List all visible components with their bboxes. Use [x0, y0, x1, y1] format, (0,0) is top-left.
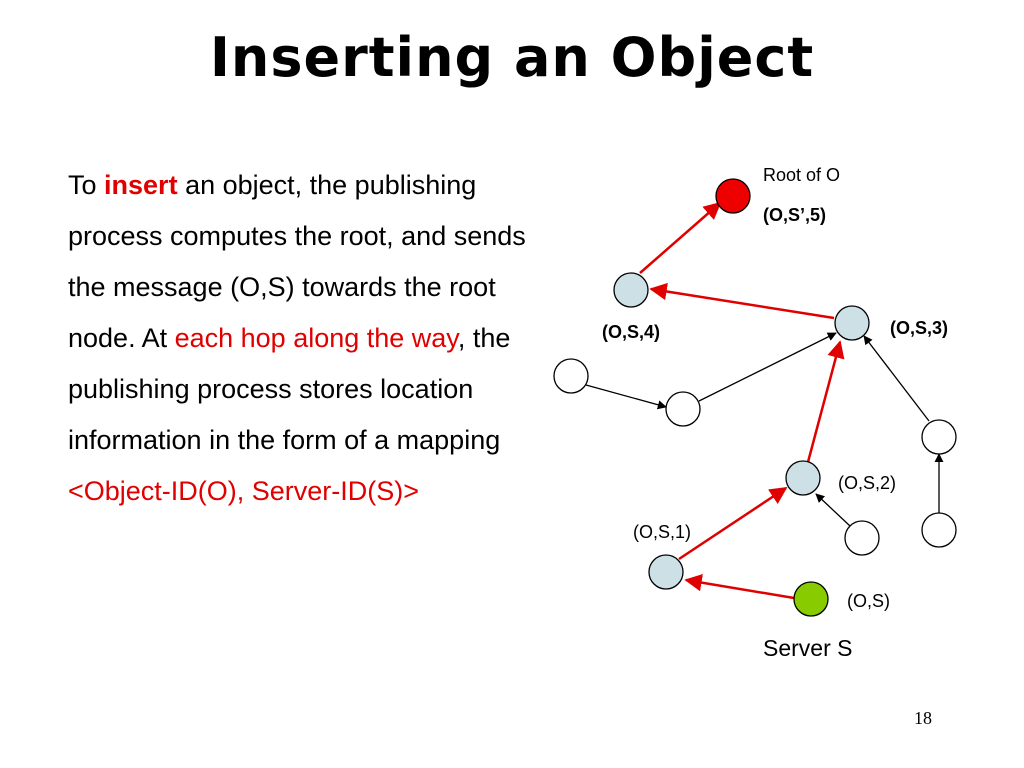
- red-arrow-os3-to-os4: [649, 282, 835, 320]
- black-arrow-left-to-mid: [585, 384, 667, 410]
- label-os3: (O,S,3): [890, 318, 948, 338]
- label-os1: (O,S,1): [633, 522, 691, 542]
- node-os4: [613, 272, 649, 308]
- body-text-part: an object, the publishing process comput…: [68, 170, 526, 353]
- black-arrow-mid-to-os3: [698, 332, 837, 402]
- red-arrow-os1-to-os2: [678, 486, 788, 561]
- insert-keyword: insert: [104, 170, 178, 200]
- slide-title: Inserting an Object: [209, 26, 815, 89]
- node-bottom-right: [921, 512, 957, 548]
- mapping-phrase: <Object-ID(O), Server-ID(S)>: [68, 476, 420, 506]
- slide-number: 18: [914, 708, 932, 728]
- label-os: (O,S): [847, 591, 890, 611]
- label-root-of-o: Root of O: [763, 165, 840, 185]
- body-text: To insert an object, the publishing proc…: [68, 160, 538, 517]
- node-left: [553, 358, 589, 394]
- label-server-s: Server S: [763, 635, 852, 661]
- node-os1: [648, 554, 684, 590]
- red-arrow-os4-to-root: [639, 201, 722, 274]
- label-os2: (O,S,2): [838, 473, 896, 493]
- body-text-part: To: [68, 170, 105, 200]
- red-arrow-server-to-os1: [684, 573, 795, 600]
- root-node: [715, 178, 751, 214]
- node-mid: [665, 391, 701, 427]
- label-os5: (O,S’,5): [763, 205, 826, 225]
- server-node: [793, 581, 829, 617]
- body-text-part: , the publishing process stores location…: [68, 323, 511, 455]
- node-bottom: [844, 520, 880, 556]
- node-os2: [785, 460, 821, 496]
- each-hop-phrase: each hop along the way: [174, 323, 458, 353]
- red-arrow-os2-to-os3: [806, 340, 845, 463]
- black-arrow-bottom-to-os2: [815, 493, 851, 527]
- black-arrow-right-to-os3: [863, 335, 930, 422]
- node-right: [921, 419, 957, 455]
- node-os3: [834, 305, 870, 341]
- label-os4: (O,S,4): [602, 322, 660, 342]
